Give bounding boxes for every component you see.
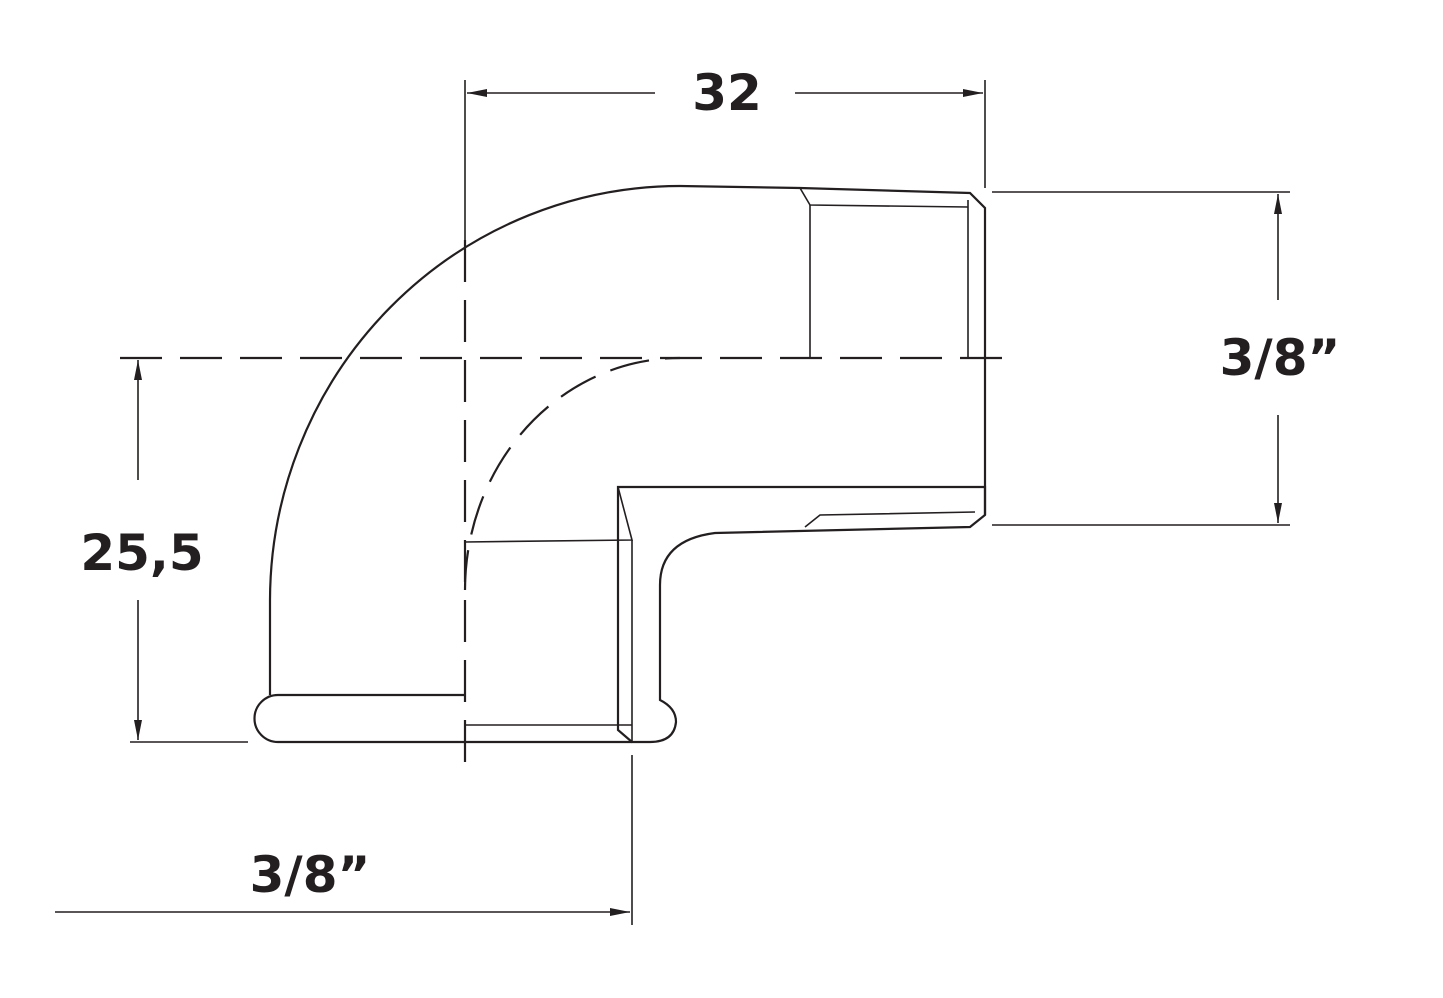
bottom-bead [253,693,465,744]
dimension-width-label: 32 [692,64,762,122]
dimension-bottom-thread-label: 3/8” [250,846,371,904]
centerlines [120,240,1012,775]
dimension-height-label: 25,5 [80,524,203,582]
section-hatch [616,485,987,744]
dimension-right-thread: 3/8” [992,191,1341,526]
dimension-bottom-thread: 3/8” [55,755,633,925]
male-thread-section-line [804,511,976,528]
inner-bore-hidden [463,356,681,591]
outer-contour [268,184,987,601]
socket-top-line [464,486,634,543]
elbow-body [253,184,987,744]
dimension-width: 32 [464,64,986,240]
dimension-right-thread-label: 3/8” [1220,329,1341,387]
dimension-height: 25,5 [80,360,248,743]
